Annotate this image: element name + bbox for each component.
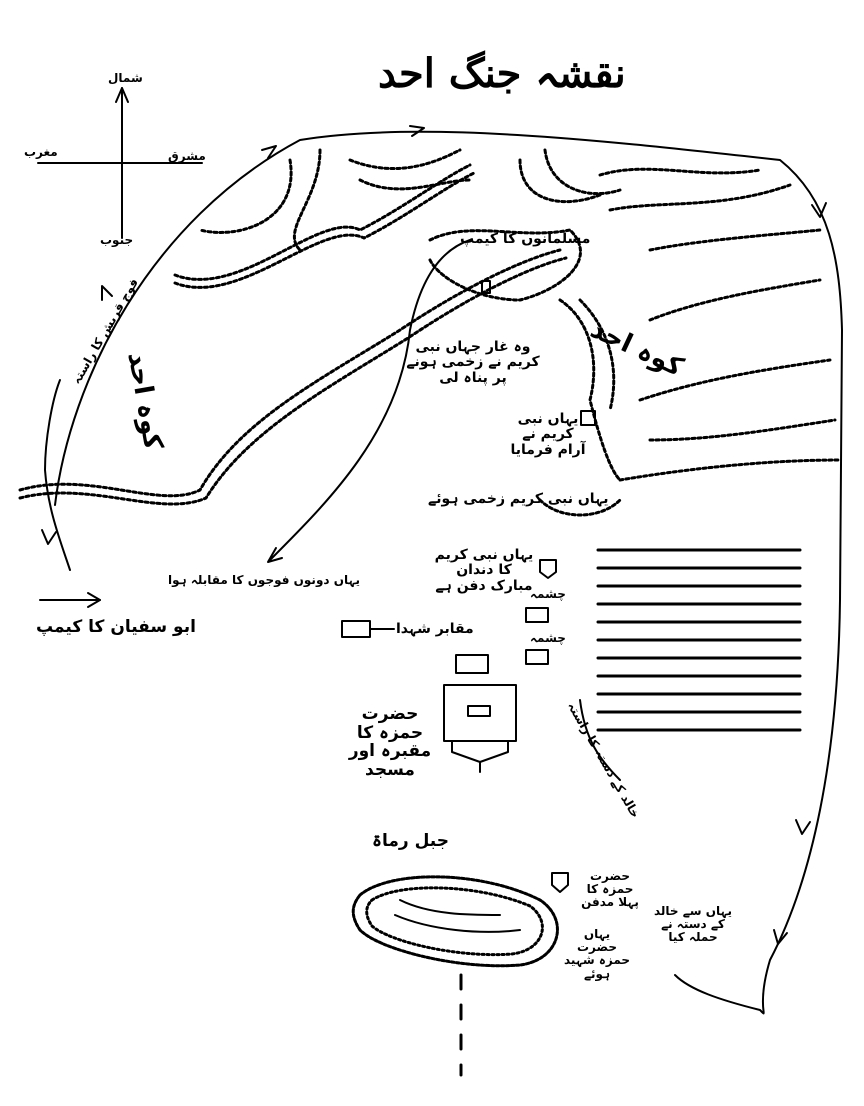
martyrs-graves-label: مقابر شہدا xyxy=(396,621,474,637)
spring-1-marker xyxy=(525,607,549,623)
route-arrow-icon xyxy=(261,145,277,159)
spring-2-label: چشمہ xyxy=(530,631,566,645)
khalid-route-line xyxy=(54,125,843,1015)
markers xyxy=(341,280,596,893)
compass-north-label: شمال xyxy=(108,71,143,85)
hamza-first-burial-label: حضرت حمزہ کا پہلا مدفن xyxy=(581,869,639,910)
route-arrow-icon xyxy=(101,285,113,301)
route-arrow-icon xyxy=(811,202,827,218)
jabal-rumah-label: جبل رماۃ xyxy=(372,831,449,851)
quraysh-camp-label: ابو سفیان کا کیمپ xyxy=(36,617,196,637)
mosque-marker xyxy=(451,740,509,763)
route-arrow-icon xyxy=(267,547,283,563)
hamza-tomb-label: حضرت حمزہ کا مقبرہ اور مسجد xyxy=(348,704,432,781)
compass-north-arrow-icon xyxy=(115,87,129,103)
khalid-attack-arrow xyxy=(579,699,621,781)
armies-met-arrow xyxy=(267,239,471,563)
compass-east-label: مشرق xyxy=(168,149,206,163)
route-arrow-icon xyxy=(773,929,788,945)
route-arrow-icon xyxy=(795,819,811,835)
khalid-attack-label: یہاں سے خالد کے دستہ نے حملہ کیا xyxy=(653,904,733,945)
graves-marker xyxy=(341,620,371,638)
quraysh-route-line xyxy=(39,379,101,608)
compass-rose xyxy=(37,87,203,239)
compass-west-label: مغرب xyxy=(24,145,58,159)
rest-place-marker xyxy=(580,410,596,426)
compass-south-label: جنوب xyxy=(100,233,134,247)
mount-uhud-ridges xyxy=(18,148,842,517)
hamza-tomb-building xyxy=(443,684,517,742)
prophet-wounded-label: یہاں نبی کریم زخمی ہوئے xyxy=(428,491,609,507)
approach-arrow-icon xyxy=(87,592,101,608)
map-title: نقشہ جنگ احد xyxy=(378,50,626,97)
cave-label: وہ غار جہاں نبی کریم نے زخمی ہونے پر پنا… xyxy=(406,339,540,386)
hatched-field xyxy=(596,548,802,732)
route-arrow-icon xyxy=(409,125,425,137)
armies-met-label: یہاں دونوں فوجوں کا مقابلہ ہوا xyxy=(168,573,361,587)
hamza-martyred-label: یہاں حضرت حمزہ شہید ہوئے xyxy=(563,927,631,981)
first-burial-marker xyxy=(551,872,569,893)
prophet-rested-label: یہاں نبی کریم نے آرام فرمایا xyxy=(510,411,586,458)
route-arrow-icon xyxy=(41,529,57,545)
camp-marker xyxy=(481,280,491,294)
jabal-rumah-hill xyxy=(351,875,559,968)
graves-marker-2 xyxy=(455,654,489,674)
tooth-burial-marker xyxy=(539,559,557,579)
spring-1-label: چشمہ xyxy=(530,587,566,601)
spring-2-marker xyxy=(525,649,549,665)
muslim-camp-label: مسلمانوں کا کیمپ xyxy=(460,231,591,247)
tooth-buried-label: یہاں نبی کریم کا دندان مبارک دفن ہے xyxy=(434,547,534,594)
